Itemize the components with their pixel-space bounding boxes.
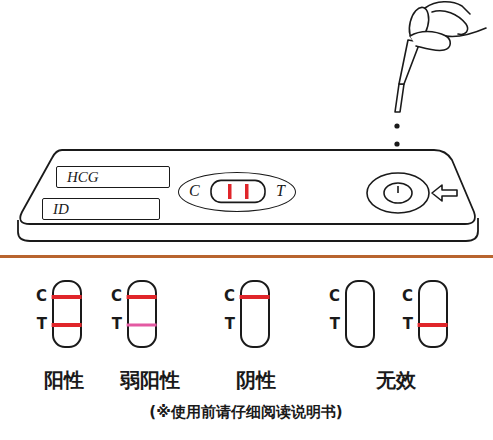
dropper <box>395 2 486 112</box>
test-letter: T <box>37 315 47 333</box>
result-band <box>52 295 82 299</box>
control-letter: C <box>189 182 200 200</box>
result-window-weak: CT <box>127 280 157 348</box>
result-window-positive: CT <box>52 280 82 348</box>
name-box: HCG <box>56 166 170 188</box>
result-band <box>127 324 157 327</box>
result-window-invalid: CT <box>418 280 448 348</box>
result-caption: 弱阳性 <box>120 368 180 392</box>
test-letter: T <box>403 315 413 333</box>
id-box: ID <box>42 198 160 220</box>
test-letter: T <box>112 315 122 333</box>
result-caption: 阳性 <box>44 368 84 392</box>
result-band <box>52 323 82 327</box>
result-bands <box>347 282 377 350</box>
control-letter: C <box>111 287 122 305</box>
test-letter: T <box>225 315 235 333</box>
divider-line <box>0 255 493 258</box>
test-strip <box>18 150 478 241</box>
sample-well <box>367 173 429 213</box>
result-bands <box>420 282 450 350</box>
test-letter: T <box>330 315 340 333</box>
result-band <box>240 295 270 299</box>
sample-arrow <box>432 185 457 201</box>
usage-note: (※使用前请仔细阅读说明书) <box>149 402 342 422</box>
result-window-negative: CT <box>240 280 270 348</box>
control-letter: C <box>224 287 235 305</box>
control-letter: C <box>402 287 413 305</box>
field-label: HCG <box>67 168 99 186</box>
result-bands <box>242 282 272 350</box>
field-label: ID <box>53 200 69 218</box>
window-frame <box>211 180 265 202</box>
control-letter: C <box>36 287 47 305</box>
result-band <box>228 184 232 199</box>
test-letter: T <box>276 182 285 200</box>
result-band <box>127 295 157 299</box>
result-caption: 无效 <box>376 368 416 392</box>
result-bands <box>54 282 84 350</box>
result-window-invalid: CT <box>345 280 375 348</box>
result-bands <box>129 282 159 350</box>
result-band <box>418 323 448 327</box>
result-band <box>245 184 249 199</box>
control-letter: C <box>329 287 340 305</box>
result-window: CT <box>178 172 296 212</box>
result-caption: 阴性 <box>236 368 276 392</box>
